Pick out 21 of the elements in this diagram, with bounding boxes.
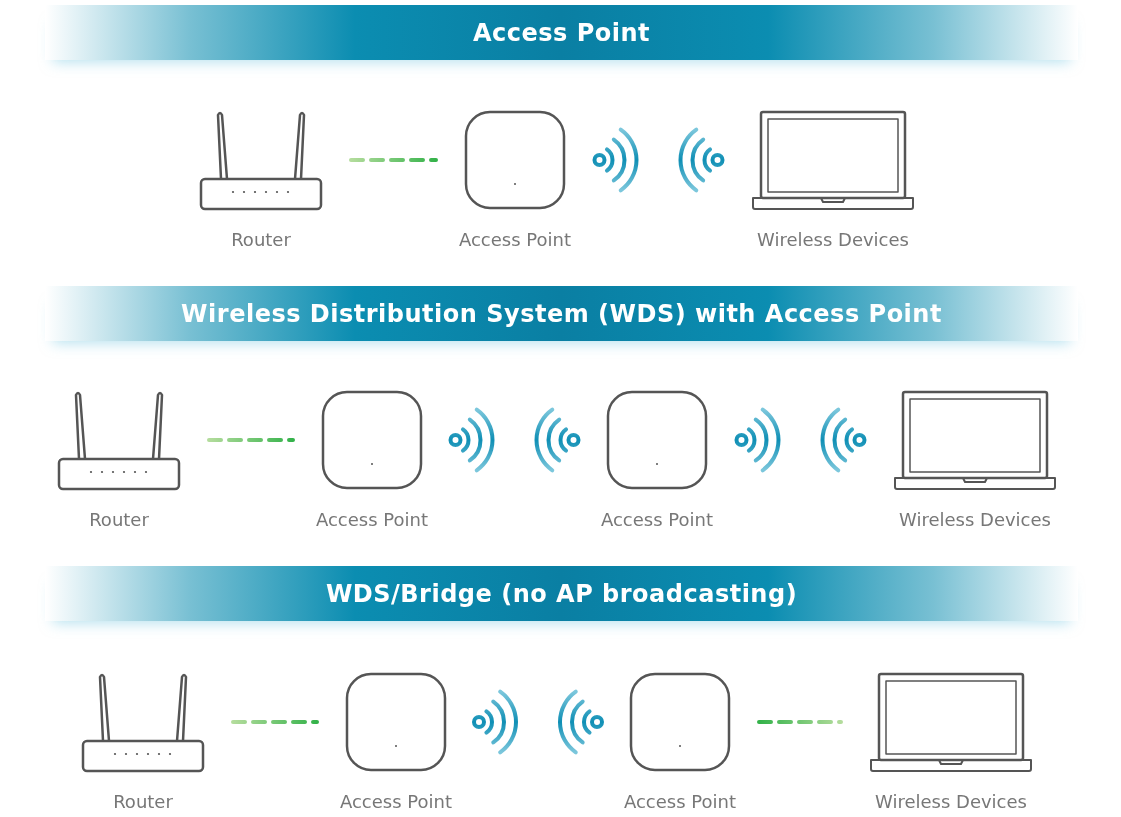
device-label: Wireless Devices bbox=[874, 791, 1028, 812]
wired-link bbox=[231, 720, 319, 724]
device-label: Router bbox=[112, 791, 174, 812]
device-label: Access Point bbox=[599, 509, 714, 530]
device-label: Wireless Devices bbox=[756, 229, 910, 250]
section-title: Access Point bbox=[472, 18, 651, 47]
device-label: Router bbox=[230, 229, 292, 250]
device-label: Wireless Devices bbox=[898, 509, 1052, 530]
section-title: Wireless Distribution System (WDS) with Access Point bbox=[181, 299, 942, 328]
title-band bbox=[45, 566, 1078, 621]
section-title: WDS/Bridge (no AP broadcasting) bbox=[325, 579, 798, 608]
title-band bbox=[45, 5, 1078, 60]
device-label: Access Point bbox=[622, 791, 737, 812]
device-label: Access Point bbox=[314, 509, 429, 530]
wired-link bbox=[757, 720, 843, 724]
wired-link bbox=[207, 438, 295, 442]
device-label: Access Point bbox=[457, 229, 572, 250]
wired-link bbox=[349, 158, 438, 162]
title-band bbox=[45, 286, 1078, 341]
device-label: Access Point bbox=[338, 791, 453, 812]
device-label: Router bbox=[88, 509, 150, 530]
